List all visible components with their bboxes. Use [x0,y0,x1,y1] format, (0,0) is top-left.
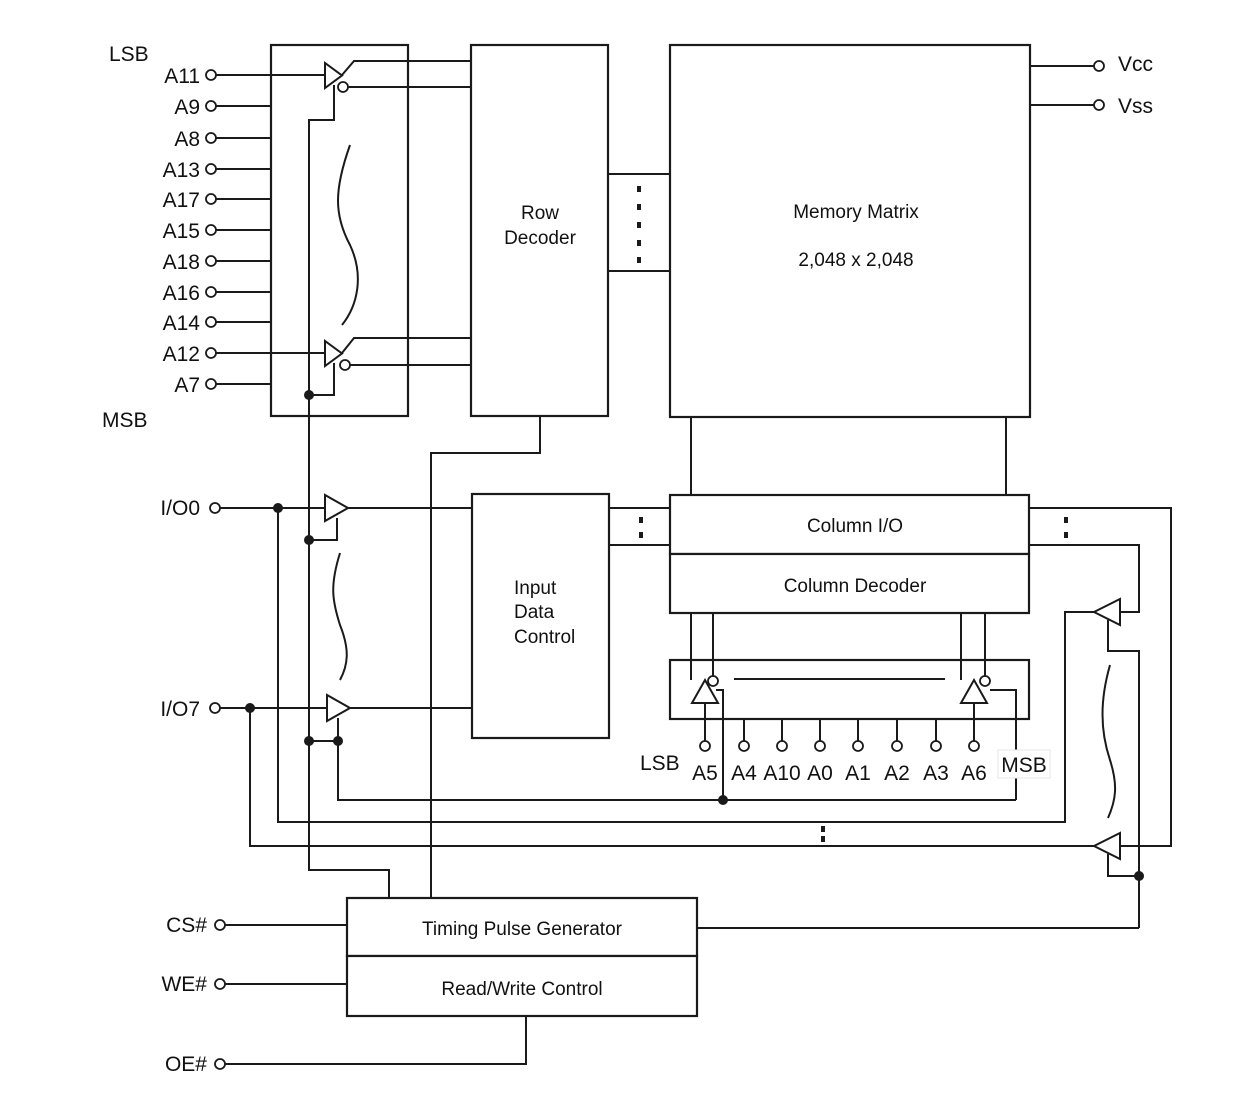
oe-label: OE# [165,1053,207,1076]
pin-label-a14: A14 [163,312,201,335]
input-data-control-label-3: Control [514,627,575,648]
rw-control-label: Read/Write Control [441,979,602,1000]
oe-pin [214,1058,226,1070]
row-bus-dots [637,186,641,263]
msb-bottom-label: MSB [1001,754,1047,777]
pin-label-a0: A0 [807,762,833,785]
column-decoder-label: Column Decoder [784,576,927,597]
io7-input-buffer [326,693,472,741]
column-io-label: Column I/O [807,516,903,537]
timing-pulse-generator-block [345,896,699,958]
column-address-pins [699,719,980,752]
row-address-pins [205,69,325,390]
col-buffer-left [690,675,724,800]
cs-pin [214,919,226,931]
output-ellipsis-brace [1101,664,1116,819]
input-data-control-block [470,492,611,740]
column-io-block [668,493,1031,556]
pin-label-a10: A10 [763,762,800,785]
pin-label-a3: A3 [923,762,949,785]
io0-input-buffer [309,493,472,541]
matrix-size-label: 2,048 x 2,048 [798,250,913,271]
vss-label: Vss [1118,95,1153,118]
io0-pin [209,502,221,514]
io0-label: I/O0 [160,497,200,520]
row-address-buffer [269,43,410,418]
msb-left-label: MSB [102,409,148,432]
pin-label-a9: A9 [174,96,200,119]
memory-matrix-label: Memory Matrix [793,202,919,223]
pin-label-a1: A1 [845,762,871,785]
we-label: WE# [161,973,207,996]
pin-label-a18: A18 [163,251,200,274]
input-data-control-label-1: Input [514,578,557,599]
pin-label-a15: A15 [163,220,200,243]
memory-matrix-block [668,43,1032,419]
row-decoder-label-2: Decoder [504,228,576,249]
pin-label-a17: A17 [163,189,200,212]
row-buffer-ellipsis-brace [337,144,359,326]
lsb-bottom-label: LSB [640,752,680,775]
row-decoder-block [469,43,610,418]
we-pin [214,978,226,990]
row-buffer-top [308,60,471,395]
row-decoder-label-1: Row [521,203,559,224]
pin-label-a2: A2 [884,762,910,785]
io7-label: I/O7 [160,698,200,721]
lsb-top-label: LSB [109,43,149,66]
cs-label: CS# [166,914,207,937]
output-buffer-top [1029,544,1140,928]
pin-label-a4: A4 [731,762,757,785]
vss-pin [1093,99,1105,111]
timing-pulse-generator-label: Timing Pulse Generator [422,919,623,940]
io7-pin [209,702,221,714]
msb-bottom-box [997,749,1051,779]
pin-label-a6: A6 [961,762,987,785]
row-buffer-bottom [309,337,471,396]
pin-label-a11: A11 [164,65,200,88]
vcc-pin [1093,60,1105,72]
pin-label-a13: A13 [163,159,200,182]
output-buffer-bottom [1029,507,1172,877]
input-data-control-label-2: Data [514,602,555,623]
io-ellipsis-brace [332,552,348,681]
pin-label-a8: A8 [174,128,200,151]
pin-label-a16: A16 [163,282,200,305]
column-decoder-block [668,552,1031,615]
pin-label-a5: A5 [692,762,718,785]
vcc-label: Vcc [1118,53,1153,76]
pin-label-a7: A7 [174,374,200,397]
pin-label-a12: A12 [163,343,200,366]
rw-control-block [345,954,699,1018]
